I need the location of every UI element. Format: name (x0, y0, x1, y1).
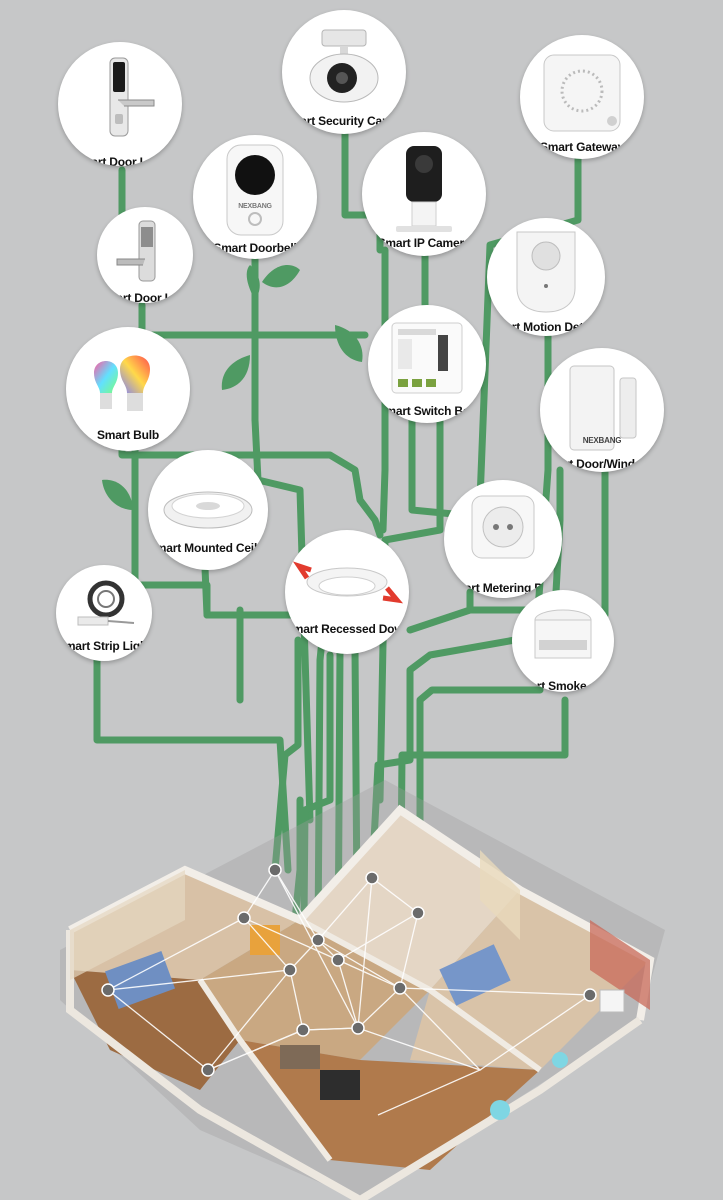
device-label: Smart Motion Detector (487, 320, 605, 334)
device-label: Smart Smoke alarm (512, 679, 614, 692)
smart-gateway-node[interactable]: Smart Gateway (520, 35, 644, 159)
motion-detector-icon (516, 231, 576, 313)
smart-smoke-alarm-node[interactable]: Smart Smoke alarm (512, 590, 614, 692)
smart-door-lock-1-node[interactable]: Smart Door Lock (58, 42, 182, 166)
device-label: Smart Bulb (96, 428, 159, 442)
smart-strip-light-node[interactable]: Smart Strip Light (56, 565, 152, 661)
device-label: Smart Door Lock (98, 291, 192, 303)
smart-security-camera-node[interactable]: Smart Security Camera (282, 10, 406, 134)
gateway-icon (543, 54, 621, 132)
device-label: Smart Doorbell (213, 241, 297, 255)
ceiling-light-icon (163, 491, 253, 529)
smart-door-lock-2-node[interactable]: Smart Door Lock (97, 207, 193, 303)
device-label: Smart Recessed Downlight (285, 622, 409, 636)
brand-label: NEXBANG (238, 203, 272, 210)
device-label: Smart Metering Plug (446, 581, 560, 595)
doorbell-icon (226, 144, 284, 236)
device-label: Smart Strip Light (57, 639, 151, 653)
smart-switch-box-node[interactable]: Smart Switch Box (368, 305, 486, 423)
bulb-icon (94, 355, 150, 411)
smart-bulb-node[interactable]: Smart Bulb (66, 327, 190, 451)
security-camera-icon (309, 29, 379, 103)
device-label: Smart Security Camera (282, 114, 406, 128)
smart-metering-plug-node[interactable]: Smart Metering Plug (444, 480, 562, 598)
ip-camera-icon (396, 146, 452, 232)
smoke-alarm-icon (534, 609, 592, 659)
door-lock-icon (109, 57, 155, 137)
device-label: Smart Door Lock (73, 155, 167, 166)
strip-light-icon (77, 580, 135, 626)
metering-plug-icon (471, 495, 535, 559)
smart-doorbell-node[interactable]: NEXBANG Smart Doorbell (193, 135, 317, 259)
recessed-downlight-icon (292, 561, 404, 604)
house-floor-plan (60, 780, 665, 1200)
smart-recessed-downlight-node[interactable]: Smart Recessed Downlight (285, 530, 409, 654)
device-label: Smart Switch Box (377, 404, 477, 418)
smart-door-window-sensor-node[interactable]: NEXBANG Smart Door/Window Sensor (540, 348, 664, 472)
device-label: Smart Door/Window Sensor (540, 457, 664, 471)
device-label: Smart Mounted Ceiling Light (148, 541, 268, 555)
door-window-sensor-icon (569, 365, 637, 451)
switch-box-icon (391, 322, 463, 394)
device-label: Smart Gateway (539, 140, 625, 154)
brand-label: NEXBANG (582, 436, 622, 445)
smart-motion-detector-node[interactable]: Smart Motion Detector (487, 218, 605, 336)
smart-mounted-ceiling-light-node[interactable]: Smart Mounted Ceiling Light (148, 450, 268, 570)
device-label: Smart IP Camera (377, 236, 471, 250)
smart-ip-camera-node[interactable]: Smart IP Camera (362, 132, 486, 256)
door-lock-icon (116, 220, 156, 282)
